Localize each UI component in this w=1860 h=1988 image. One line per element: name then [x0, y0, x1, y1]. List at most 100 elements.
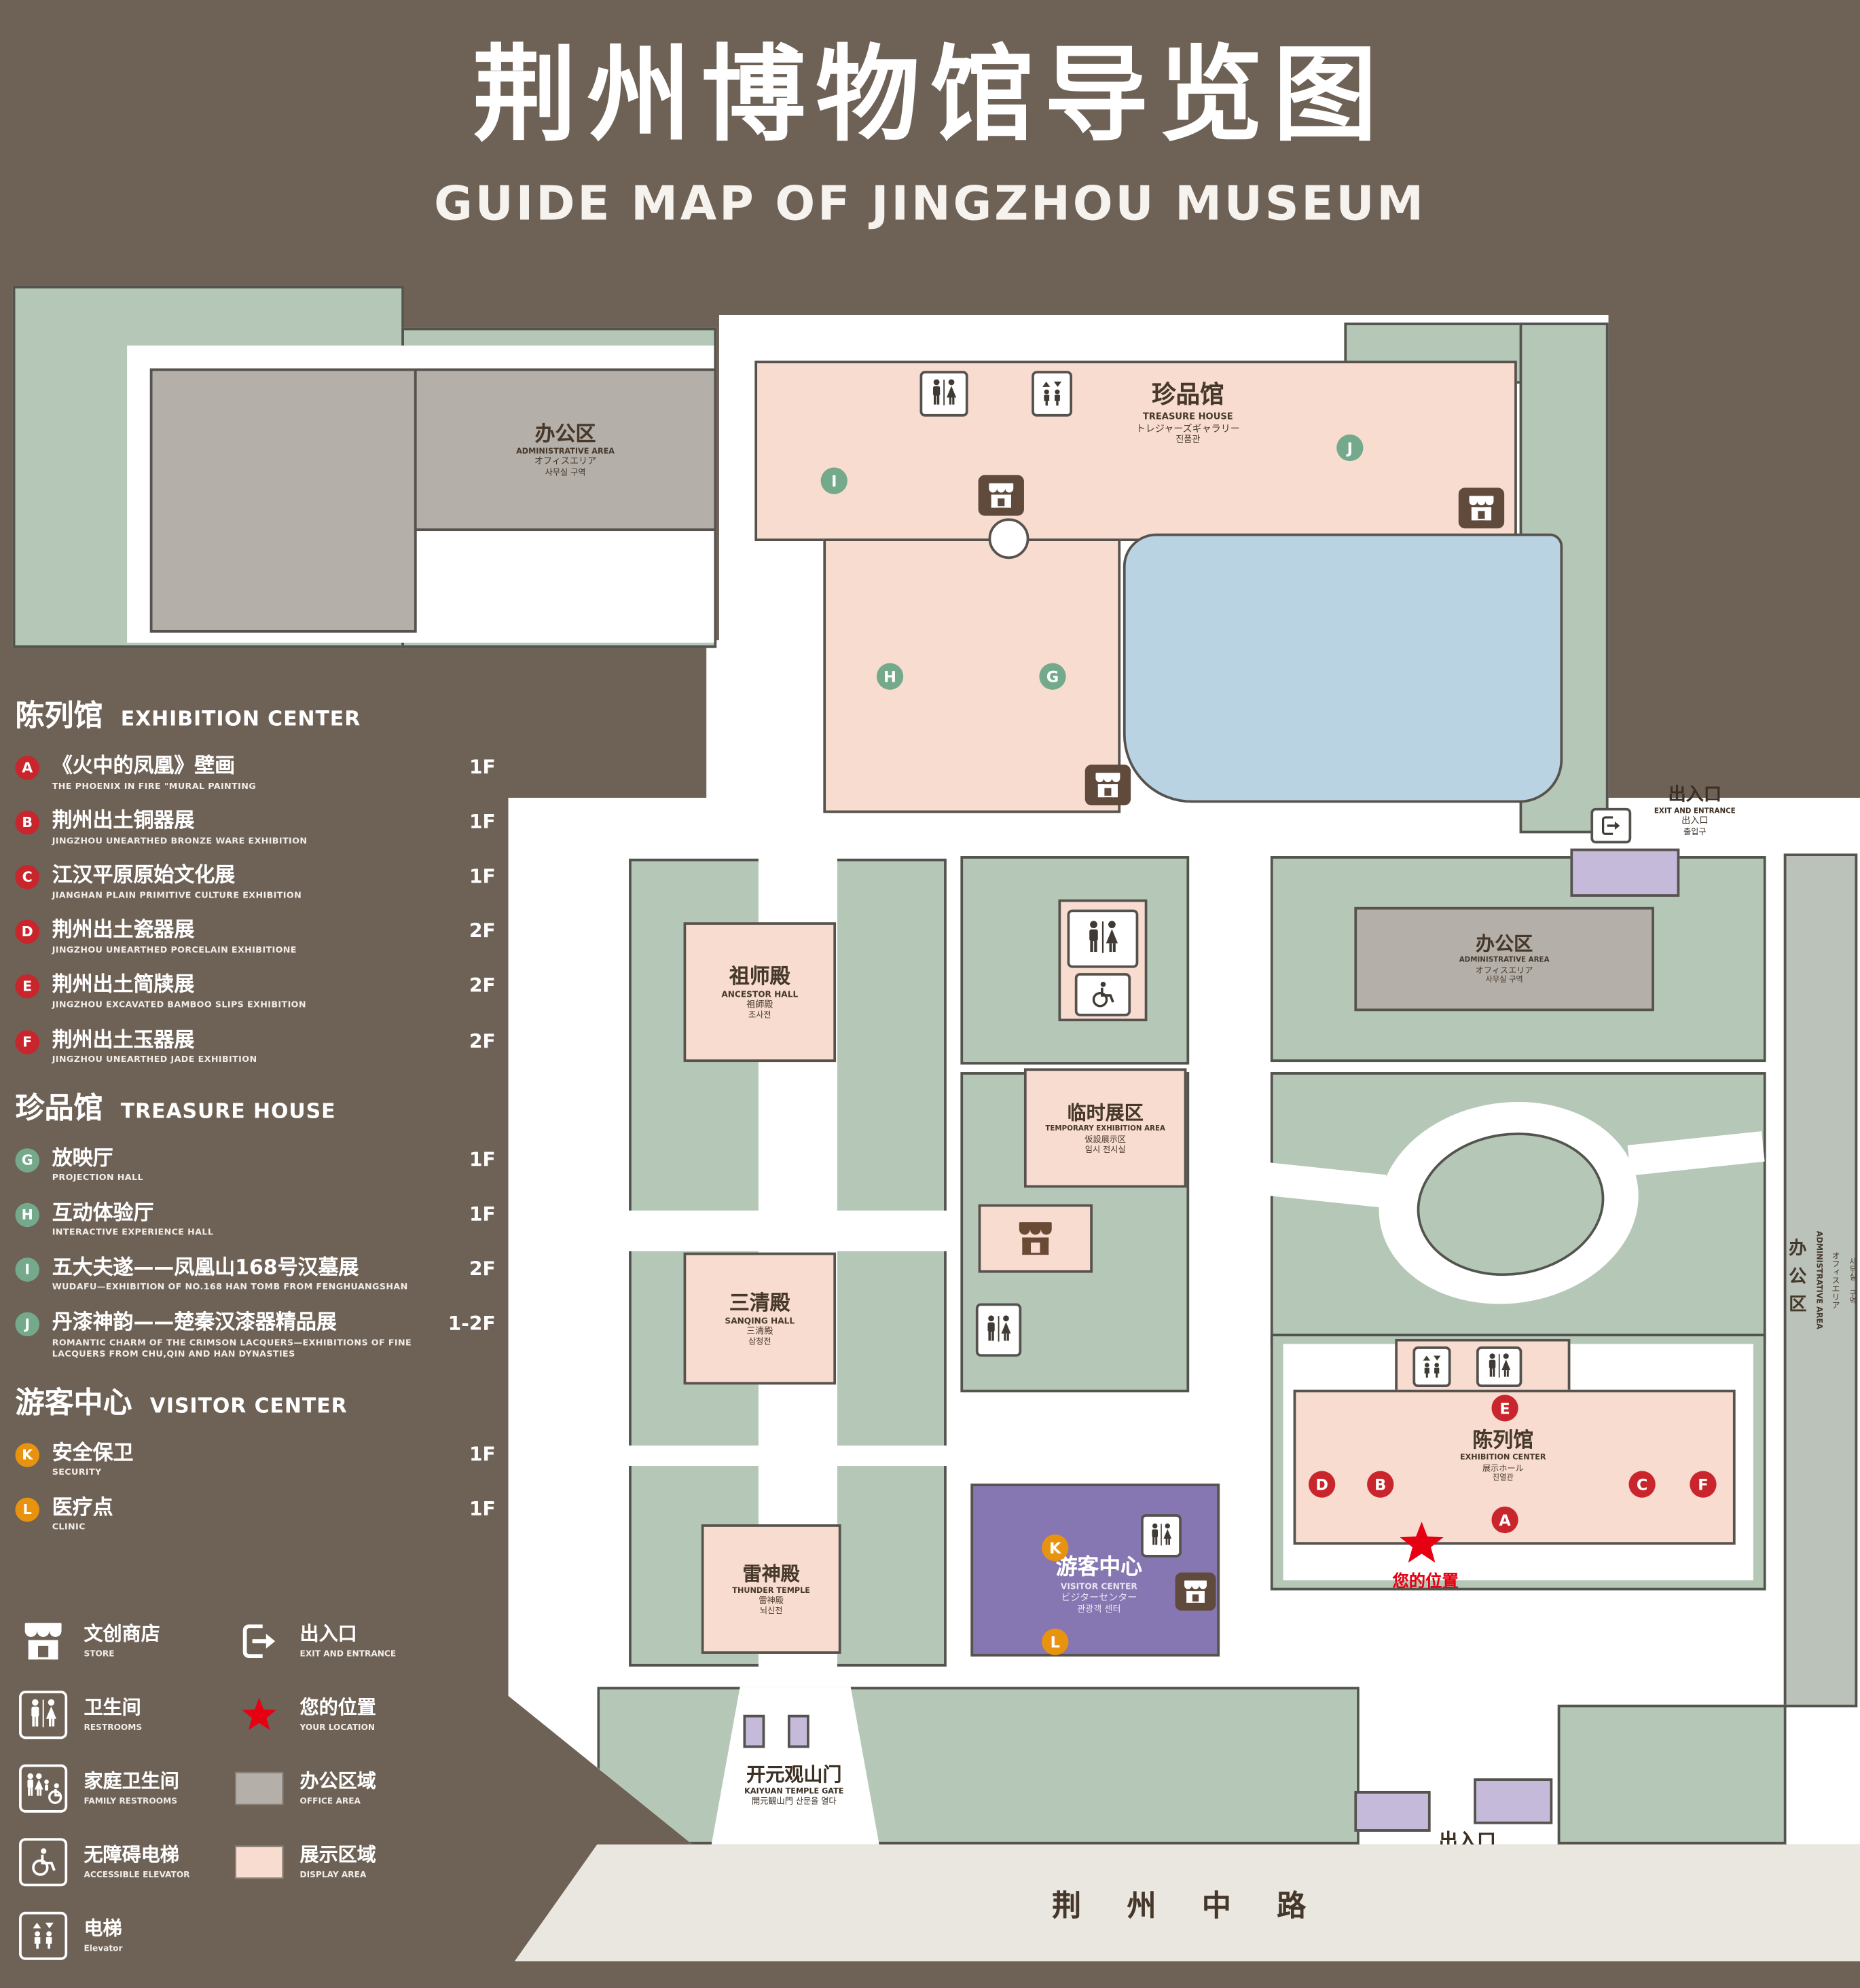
road-band: 荆 州 中 路	[514, 1844, 1860, 1962]
map-marker-h: H	[876, 663, 904, 690]
store-kiosk	[978, 1204, 1093, 1273]
sanqing-hall-label: 三清殿 SANQING HALL 三清殿 삼청전	[725, 1290, 795, 1347]
section-heading-en: EXHIBITION CENTER	[120, 706, 361, 731]
admin-strip-name-en: ADMINISTRATIVE AREA	[1814, 1231, 1823, 1330]
marker-badge-b: B	[15, 810, 39, 835]
section-visitor-center: 游客中心 VISITOR CENTER	[15, 1378, 513, 1421]
store-icon	[978, 475, 1024, 516]
item-name-en: INTERACTIVE EXPERIENCE HALL	[52, 1227, 214, 1238]
poster-title-zh: 荆州博物馆导览图	[472, 35, 1388, 157]
exhibition-center-label: 陈列馆 EXHIBITION CENTER 展示ホール 진열관	[1414, 1428, 1592, 1483]
elevator-icon	[1032, 371, 1073, 417]
admin-top-label: 办公区 ADMINISTRATIVE AREA オフィスエリア 사무실 구역	[516, 422, 615, 478]
exhibition-center-name-ko: 진열관	[1492, 1473, 1514, 1482]
item-name-en: JINGZHOU EXCAVATED BAMBOO SLIPS EXHIBITI…	[52, 999, 306, 1010]
ancestor-hall-label: 祖师殿 ANCESTOR HALL 祖師殿 조사전	[721, 963, 798, 1020]
legend-label-en: Elevator	[84, 1943, 123, 1953]
thunder-temple-name-ja: 雷神殿	[759, 1595, 784, 1606]
entrance-building-top	[1570, 848, 1680, 897]
gate-name-ja: 開元観山門	[752, 1796, 793, 1807]
marker-badge-k: K	[15, 1442, 39, 1467]
item-floor: 1F	[469, 865, 496, 889]
map-marker-d: D	[1309, 1471, 1336, 1498]
legend-elevator: 电梯 Elevator	[15, 1903, 231, 1969]
gate-name-en: KAIYUAN TEMPLE GATE	[744, 1786, 844, 1796]
office-area-swatch	[232, 1771, 287, 1805]
item-name-zh: 丹漆神韵——楚秦汉漆器精品展	[52, 1309, 337, 1334]
admin-building-right: 办公区 ADMINISTRATIVE AREA オフィスエリア 사무실 구역	[1354, 906, 1654, 1012]
your-location-star-icon	[232, 1696, 287, 1734]
your-location-star-icon	[1398, 1520, 1446, 1568]
ancestor-hall-name-zh: 祖师殿	[729, 963, 790, 988]
map-marker-c: C	[1628, 1471, 1656, 1498]
marker-badge-c: C	[15, 865, 39, 890]
thunder-temple-name-zh: 雷神殿	[742, 1562, 800, 1585]
item-floor: 1F	[469, 756, 496, 779]
legend-label-zh: 展示区域	[299, 1843, 376, 1866]
exit-top-ja: 出入口	[1681, 815, 1709, 826]
restroom-icon	[919, 371, 968, 417]
marker-badge-a: A	[15, 756, 39, 780]
visitor-center-building	[970, 1484, 1220, 1657]
legend-label-zh: 电梯	[84, 1917, 122, 1940]
treasure-house-name-zh: 珍品馆	[1151, 381, 1224, 409]
exit-top-label: 出入口 EXIT AND ENTRANCE 出入口 출입구	[1637, 785, 1753, 837]
ancestor-hall-building: 祖师殿 ANCESTOR HALL 祖師殿 조사전	[683, 922, 837, 1063]
admin-top-name-en: ADMINISTRATIVE AREA	[516, 447, 615, 456]
store-icon	[1458, 487, 1505, 529]
legend-label-en: FAMILY RESTROOMS	[84, 1795, 177, 1806]
item-name-zh: 《火中的凤凰》壁画	[52, 753, 236, 777]
item-name-en: WUDAFU—EXHIBITION OF NO.168 HAN TOMB FRO…	[52, 1282, 408, 1293]
legend-label-zh: 办公区域	[299, 1769, 376, 1793]
marker-badge-f: F	[15, 1029, 39, 1054]
legend-label-zh: 出入口	[299, 1622, 357, 1646]
legend-label-en: YOUR LOCATION	[299, 1722, 376, 1733]
ancestor-hall-name-en: ANCESTOR HALL	[721, 989, 799, 999]
admin-top-name-zh: 办公区	[534, 421, 596, 446]
family-restroom-icon	[15, 1764, 71, 1813]
treasure-house-name-ja: トレジャーズギャラリー	[1135, 422, 1240, 434]
fountain-circle	[988, 518, 1029, 559]
admin-right-name-zh: 办公区	[1476, 932, 1533, 956]
marker-badge-g: G	[15, 1147, 39, 1173]
marker-badge-e: E	[15, 974, 39, 999]
admin-building-top-left-wing	[149, 368, 417, 633]
item-name-zh: 荆州出土简牍展	[52, 972, 195, 997]
exit-icon	[232, 1619, 287, 1664]
exit-top-en: EXIT AND ENTRANCE	[1654, 807, 1736, 815]
temporary-name-ja: 仮設展示区	[1084, 1134, 1127, 1145]
item-floor: 2F	[469, 1257, 496, 1281]
store-icon-glyph	[1015, 1218, 1056, 1259]
temporary-exhibition-building: 临时展区 TEMPORARY EXHIBITION AREA 仮設展示区 임시 …	[1023, 1068, 1187, 1188]
store-icon	[1175, 1572, 1216, 1611]
map-marker-b: B	[1367, 1471, 1394, 1498]
cross-path-1	[626, 1210, 949, 1251]
temporary-name-ko: 임시 전시실	[1084, 1144, 1126, 1155]
item-floor: 1F	[469, 1442, 496, 1466]
admin-right-name-ko: 사무실 구역	[1485, 976, 1523, 985]
item-name-en: ROMANTIC CHARM OF THE CRIMSON LACQUERS—E…	[52, 1337, 412, 1360]
section-heading-zh: 游客中心	[15, 1386, 132, 1420]
item-name-en: JINGZHOU UNEARTHED JADE EXHIBITION	[52, 1054, 257, 1065]
admin-building-top-left: 办公区 ADMINISTRATIVE AREA オフィスエリア 사무실 구역	[414, 368, 717, 532]
marker-badge-h: H	[15, 1202, 39, 1227]
green-band-bottom-right	[1557, 1704, 1787, 1845]
legend-label-en: OFFICE AREA	[299, 1795, 361, 1806]
thunder-temple-label: 雷神殿 THUNDER TEMPLE 雷神殿 뇌신전	[732, 1562, 810, 1617]
marker-badge-i: I	[15, 1257, 39, 1282]
restroom-icon-glyph	[1081, 919, 1125, 959]
legend-label-zh: 您的位置	[299, 1696, 376, 1719]
exhibition-center-name-en: EXHIBITION CENTER	[1459, 1453, 1546, 1462]
store-icon-glyph	[1093, 770, 1123, 800]
admin-right-name-ja: オフィスエリア	[1475, 965, 1533, 976]
poster-title-en: GUIDE MAP OF JINGZHOU MUSEUM	[434, 177, 1426, 232]
admin-top-name-ko: 사무실 구역	[545, 467, 586, 478]
item-name-zh: 互动体验厅	[52, 1200, 154, 1225]
item-name-en: JIANGHAN PLAIN PRIMITIVE CULTURE EXHIBIT…	[52, 890, 302, 901]
marker-badge-d: D	[15, 920, 39, 944]
